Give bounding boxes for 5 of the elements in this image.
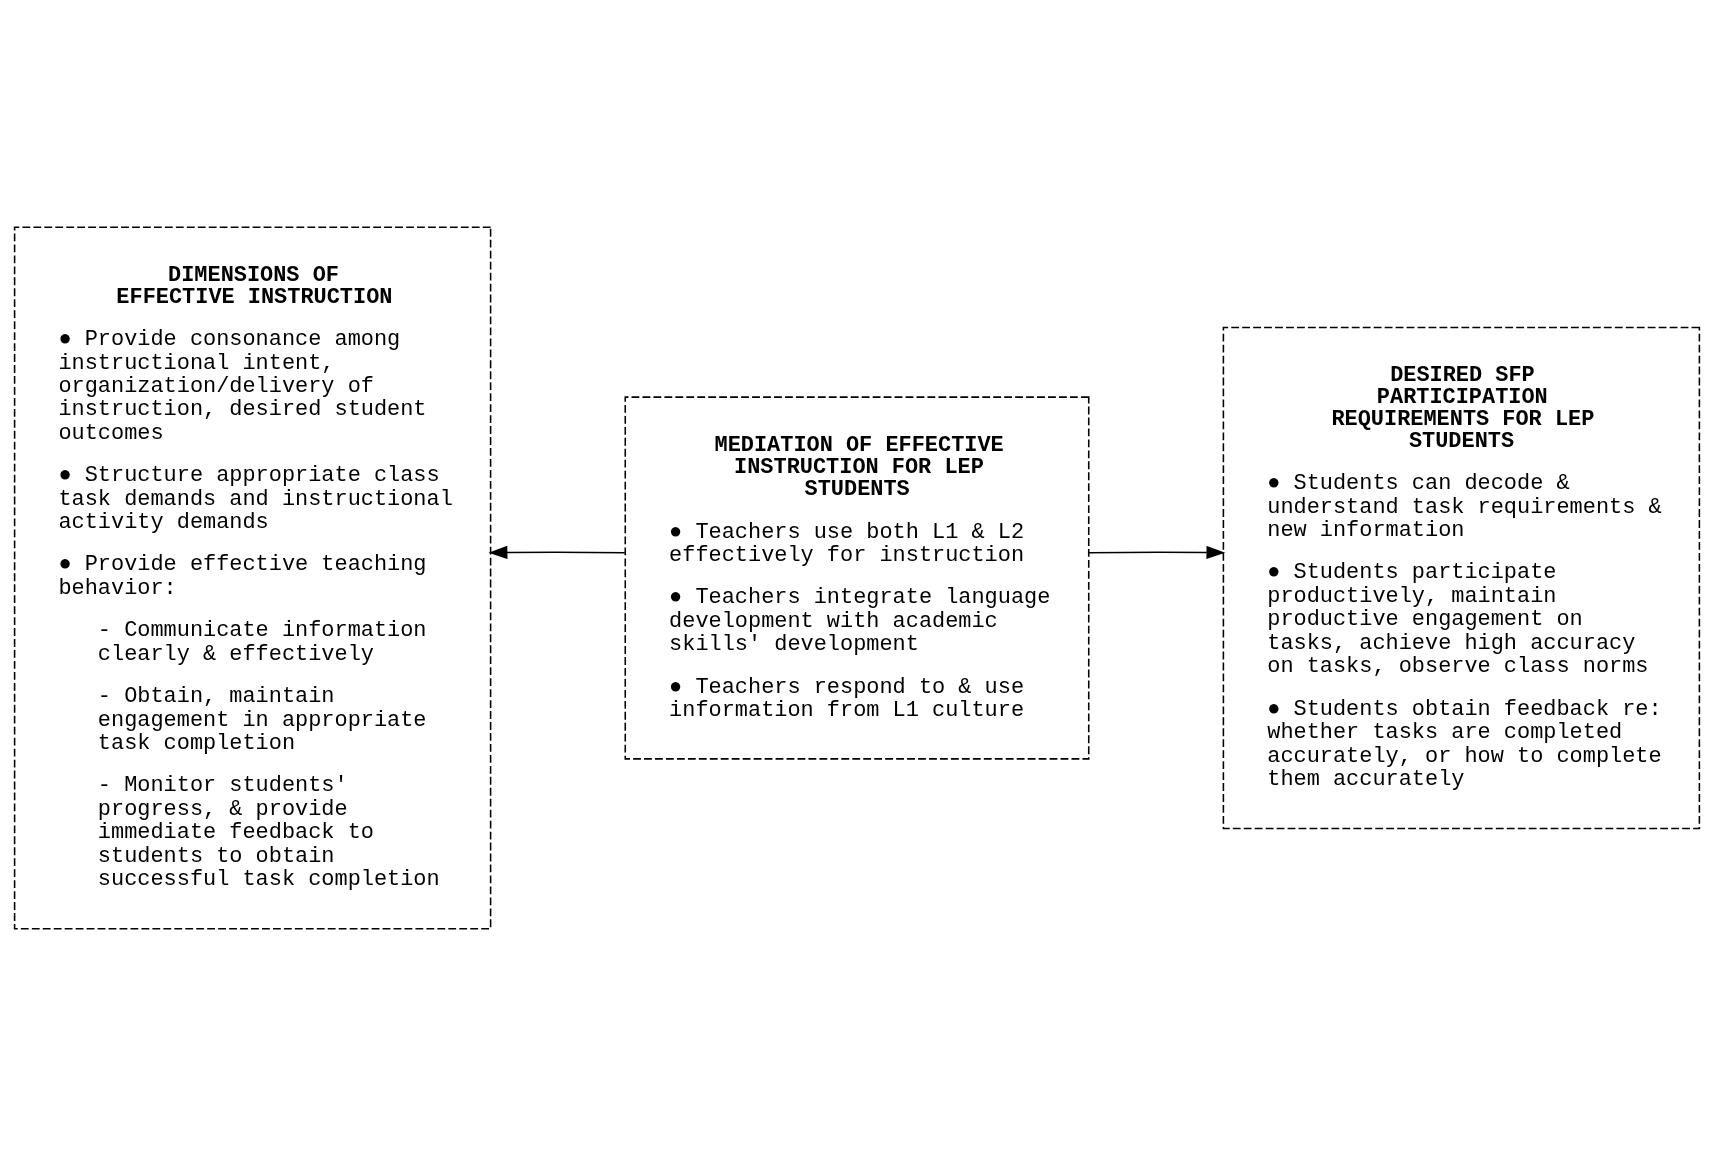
node-box: MEDIATION OF EFFECTIVE INSTRUCTION FOR LEP STUDENTS ● Teachers use both L1 & L2 effectively for instruction ● Teachers integrate language development with academic skills' development ● Teachers respond to & use information from L1 culture	[624, 395, 1090, 760]
node-box: DESIRED SFP PARTICIPATION REQUIREMENTS FOR LEP STUDENTS ● Students can decode & understand task requirements & new information ● Students participate productively, maintain productive engagement on tasks, achieve high accuracy on tasks, observe class norms ● Students obtain feedback re: whether tasks are completed accurately, or how to complete them accurately	[1222, 326, 1701, 829]
arrow	[488, 545, 626, 559]
node-box: DIMENSIONS OF EFFECTIVE INSTRUCTION ● Provide consonance among instructional intent, organization/delivery of instruction, desired student outcomes ● Structure appropriate class task demands and instructional activity demands ● Provide effective teaching behavior: - Communicate information clearly & effectively - Obtain, maintain engagement in appropriate task completion - Monitor students' progress, & provide immediate feedback to students to obtain successful task completion	[13, 225, 492, 930]
arrow	[1088, 545, 1226, 559]
